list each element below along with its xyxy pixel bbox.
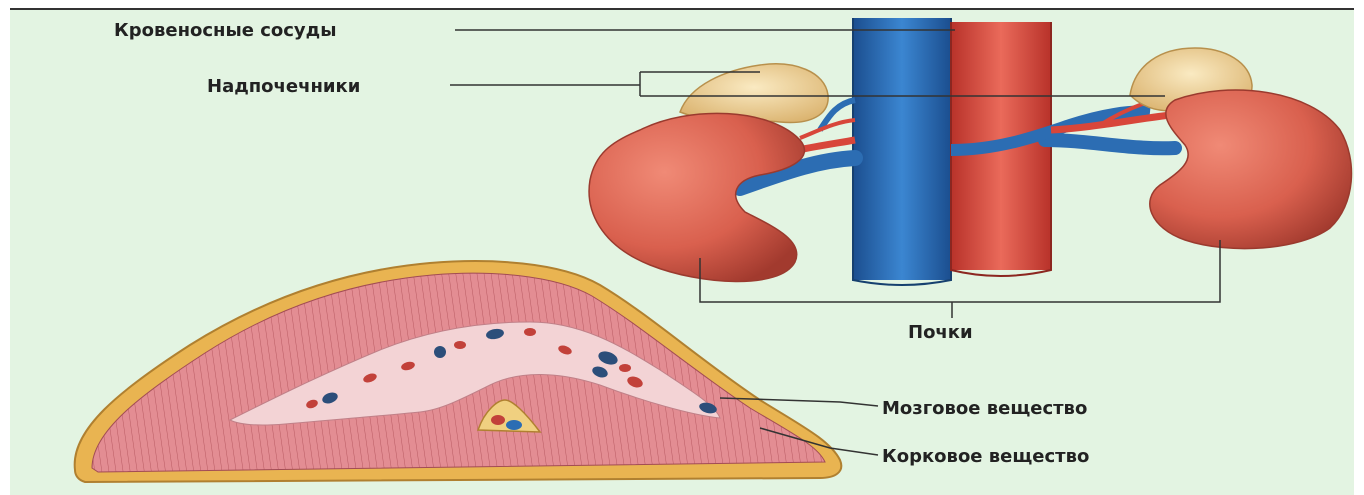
label-kidneys: Почки bbox=[908, 322, 973, 343]
label-adrenal-glands: Надпочечники bbox=[207, 76, 360, 97]
label-medulla: Мозговое вещество bbox=[882, 398, 1087, 419]
label-cortex: Корковое вещество bbox=[882, 446, 1089, 467]
left-kidney bbox=[589, 113, 804, 281]
label-blood-vessels: Кровеносные сосуды bbox=[114, 20, 336, 41]
vena-cava bbox=[853, 18, 951, 285]
right-kidney bbox=[1150, 90, 1352, 249]
adrenal-cross-section bbox=[75, 261, 842, 482]
